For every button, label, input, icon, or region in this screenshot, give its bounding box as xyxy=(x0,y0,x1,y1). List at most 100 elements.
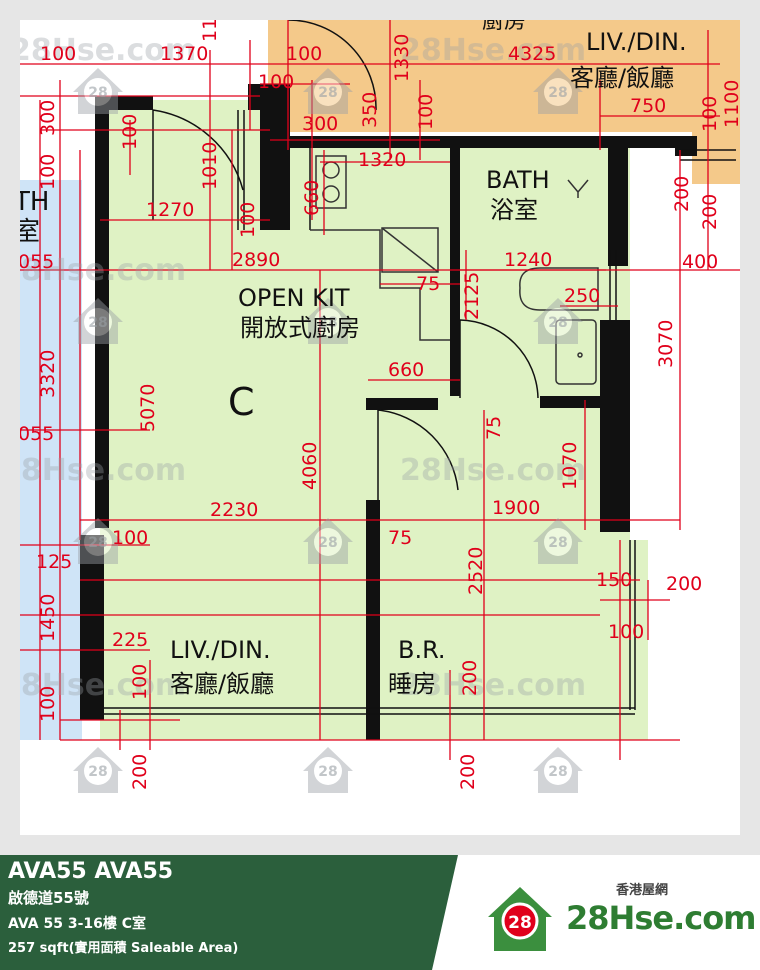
dimension-label: 2520 xyxy=(465,547,487,595)
dimension-label: 1070 xyxy=(559,442,581,490)
dimension-label: 100 xyxy=(112,527,148,549)
dimension-label: 250 xyxy=(564,285,600,307)
dimension-label: 150 xyxy=(596,569,632,591)
dimension-label: 4325 xyxy=(508,43,556,65)
watermark-badge-number: 28 xyxy=(88,764,107,780)
watermark-badge-number: 28 xyxy=(88,315,107,331)
wall-kitchen-bath xyxy=(450,148,460,396)
dimension-label: 1370 xyxy=(160,43,208,65)
window-lines xyxy=(104,110,736,715)
room-labels: C OPEN KIT 開放式廚房 BATH 浴室 LIV./DIN. 客廳/飯廳… xyxy=(20,20,687,698)
dimension-label: 300 xyxy=(302,113,338,135)
dimension-label: 100 xyxy=(608,621,644,643)
wall-left-lower xyxy=(80,535,104,715)
dimension-label: 750 xyxy=(630,95,666,117)
watermark-text: 28Hse.com xyxy=(400,668,586,703)
watermark-badge-number: 28 xyxy=(88,85,107,101)
watermark-badges xyxy=(73,68,583,793)
toilet xyxy=(519,267,599,311)
dimension-label: 2125 xyxy=(461,272,483,320)
watermark-badge-number: 28 xyxy=(318,535,337,551)
dimension-label: 1270 xyxy=(146,199,194,221)
watermark-text: 28Hse.com xyxy=(400,33,586,68)
bath-label-zh: 浴室 xyxy=(490,196,538,224)
brand-logo-house-icon: 28 xyxy=(488,887,552,951)
wall-right-upper xyxy=(608,148,628,266)
watermark-badge-number: 28 xyxy=(88,535,107,551)
watermark-badge-number: 28 xyxy=(318,315,337,331)
dimension-label: 5070 xyxy=(137,384,159,432)
footer: 28 AVA55 AVA55 啟德道55號 AVA 55 3-16樓 C室 25… xyxy=(0,855,760,970)
bedroom-label-zh: 睡房 xyxy=(388,670,436,698)
cooktop xyxy=(315,155,347,209)
neighbor-kitchen-label: 廚房 xyxy=(482,20,526,34)
dimension-lines xyxy=(20,20,740,760)
living-label-zh: 客廳/飯廳 xyxy=(170,670,274,698)
dimension-label: 3070 xyxy=(655,320,677,368)
dimension-label: 75 xyxy=(483,416,505,440)
neighbor-living-label-en: LIV./DIN. xyxy=(586,28,687,56)
dimension-label: 100 xyxy=(37,154,59,190)
kitchen-sink xyxy=(381,227,439,273)
watermark-text: 28Hse.com xyxy=(400,453,586,488)
watermarks: 28Hse.com 28Hse.com 28Hse.com 28Hse.com … xyxy=(20,33,586,703)
living-label-en: LIV./DIN. xyxy=(170,636,271,664)
dimension-label: 100 xyxy=(129,664,151,700)
watermark-badge-number: 28 xyxy=(548,764,567,780)
wall-top-left xyxy=(95,96,153,110)
wall-bath-bottom xyxy=(540,396,606,408)
dimension-label: 75 xyxy=(416,273,440,295)
kitchen-counter xyxy=(310,229,450,341)
dimension-label: 300 xyxy=(37,100,59,136)
floorplan-panel: 28Hse.com 28Hse.com 28Hse.com 28Hse.com … xyxy=(20,20,740,835)
dimension-label: 3320 xyxy=(37,350,59,398)
wall-right-lower xyxy=(600,320,630,532)
dimension-label: 100 xyxy=(40,43,76,65)
dimension-label: 100 xyxy=(258,71,294,93)
bath-door xyxy=(459,319,539,399)
dimension-label: 100 xyxy=(119,114,141,150)
dimension-label: 200 xyxy=(666,573,702,595)
wall-bottom-stub xyxy=(80,708,104,720)
dimension-label: 75 xyxy=(388,527,412,549)
property-title: AVA55 AVA55 xyxy=(8,859,174,884)
neighbor-unit-area xyxy=(268,20,740,132)
dimension-label: 055 xyxy=(20,251,54,273)
brand-badge-number: 28 xyxy=(508,913,532,933)
saleable-area: 257 sqft(實用面積 Saleable Area) xyxy=(8,941,239,956)
dimension-label: 660 xyxy=(388,359,424,381)
watermark-text: 28Hse.com xyxy=(20,33,196,68)
dimension-label: 200 xyxy=(459,660,481,696)
dimension-label: 225 xyxy=(112,629,148,651)
watermark-badge-number: 28 xyxy=(548,315,567,331)
shower-head xyxy=(567,179,589,198)
wall-top-main xyxy=(270,136,690,148)
dimension-label: 1010 xyxy=(199,142,221,190)
dimension-label: 1900 xyxy=(492,497,540,519)
left-bath-label-zh: 室 xyxy=(20,217,40,247)
left-bath-label-en: TH xyxy=(20,187,49,217)
dimension-label: 100 xyxy=(415,94,437,130)
watermark-badge-number: 28 xyxy=(318,764,337,780)
fixtures xyxy=(310,155,599,385)
left-neighbor-area xyxy=(20,180,82,740)
neighbor-unit-area-right xyxy=(692,132,740,184)
kitchen-label-en: OPEN KIT xyxy=(238,284,350,312)
watermark-badge-number: 28 xyxy=(318,85,337,101)
dimension-label: 2890 xyxy=(232,249,280,271)
neighbor-door xyxy=(287,20,377,111)
dimension-label: 200 xyxy=(671,176,693,212)
bedroom-label-en: B.R. xyxy=(398,636,446,664)
bath-label-en: BATH xyxy=(486,166,550,194)
dimension-label: 1320 xyxy=(358,149,406,171)
dimension-label: 200 xyxy=(699,194,721,230)
watermark-badge-numbers: 28 28 28 28 28 28 28 28 28 28 28 28 xyxy=(88,85,567,780)
dimension-label: 660 xyxy=(301,180,323,216)
watermark-badge-number: 28 xyxy=(548,85,567,101)
unit-letter: C xyxy=(228,380,255,424)
dimension-label: 200 xyxy=(129,754,151,790)
watermark-text: 28Hse.com xyxy=(20,668,186,703)
dimension-labels: 100 1370 11 100 1330 4325 100 750 100 11… xyxy=(20,20,740,790)
walls xyxy=(80,84,697,740)
dimension-label: 350 xyxy=(359,92,381,128)
